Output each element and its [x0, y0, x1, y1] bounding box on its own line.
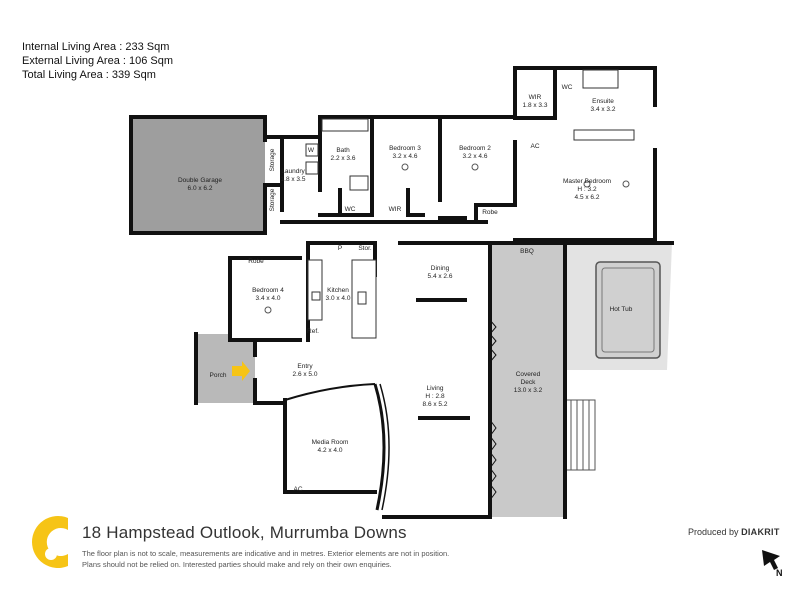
produced-by-text: Produced by — [688, 527, 739, 537]
ref-label: Ref. — [307, 328, 319, 335]
master-ac-label: AC — [530, 143, 539, 150]
external-area-text: External Living Area : 106 Sqm — [22, 55, 174, 67]
bifold-doors-lower — [489, 419, 497, 501]
bed3-wir-label: WIR — [389, 206, 402, 213]
ensuite-wc-label: WC — [562, 84, 573, 91]
media-ac-label: AC — [293, 486, 302, 493]
kitchen-counters — [307, 259, 377, 339]
entry-size: 2.6 x 5.0 — [293, 371, 318, 378]
kitchen-size: 3.0 x 4.0 — [326, 295, 351, 302]
storage-1-label: Storage — [269, 148, 276, 171]
garage-size: 6.0 x 6.2 — [188, 185, 213, 192]
bath-size: 2.2 x 3.6 — [331, 155, 356, 162]
hot-tub — [595, 261, 661, 359]
producer-credit: Produced by DIAKRIT — [688, 527, 780, 537]
brand-name: DIAKRIT — [741, 527, 780, 537]
bbq-label: BBQ — [520, 248, 534, 255]
master-label: Master Bedroom — [563, 178, 611, 185]
garage-fill — [131, 117, 265, 233]
bath-wc-label: WC — [345, 206, 356, 213]
bedroom3-label: Bedroom 3 — [389, 145, 421, 152]
media-size: 4.2 x 4.0 — [318, 447, 343, 454]
pantry-label: P — [338, 245, 342, 252]
north-arrow-icon — [762, 550, 780, 570]
bedroom4-size: 3.4 x 4.0 — [256, 295, 281, 302]
wir-label: WIR — [529, 94, 542, 101]
entry-arrow — [232, 361, 250, 381]
kitchen-label: Kitchen — [327, 287, 349, 294]
media-label: Media Room — [312, 439, 349, 446]
living-label: Living — [427, 385, 444, 392]
bedroom2-size: 3.2 x 4.6 — [463, 153, 488, 160]
deck-size: 13.0 x 3.2 — [514, 387, 543, 394]
media-curved-wall — [373, 383, 386, 511]
walls — [129, 66, 674, 519]
property-address: 18 Hampstead Outlook, Murrumba Downs — [82, 523, 407, 542]
deck-fill — [490, 243, 565, 517]
porch-fill — [196, 334, 255, 403]
deck-label-2: Deck — [521, 379, 537, 386]
disclaimer-line-2: Plans should not be relied on. Intereste… — [82, 560, 392, 569]
master-height: H : 3.2 — [577, 186, 597, 193]
deck-stairs — [564, 399, 596, 471]
logo-icon — [31, 516, 68, 568]
bedroom4-label: Bedroom 4 — [252, 287, 284, 294]
total-area-text: Total Living Area : 339 Sqm — [22, 69, 156, 81]
laundry-label: Laundry — [281, 168, 305, 175]
stor-label: Stor. — [358, 245, 372, 252]
bed2-robe-label: Robe — [482, 209, 498, 216]
porch-label: Porch — [210, 372, 227, 379]
deck-label: Covered — [516, 371, 541, 378]
storage-2-label: Storage — [269, 188, 276, 211]
living-size: 8.6 x 5.2 — [423, 401, 448, 408]
disclaimer-line-1: The floor plan is not to scale, measurem… — [82, 549, 450, 558]
internal-area-text: Internal Living Area : 233 Sqm — [22, 41, 170, 53]
entry-label: Entry — [297, 363, 313, 370]
area-summary: Internal Living Area : 233 Sqm External … — [22, 40, 173, 82]
bed4-robe-label: Robe — [248, 258, 264, 265]
light-fixtures — [264, 163, 630, 314]
wir-size: 1.8 x 3.3 — [523, 102, 548, 109]
bath-label: Bath — [336, 147, 350, 154]
bedroom2-label: Bedroom 2 — [459, 145, 491, 152]
ensuite-label: Ensuite — [592, 98, 614, 105]
bifold-doors-upper — [489, 319, 497, 363]
bedroom3-size: 3.2 x 4.6 — [393, 153, 418, 160]
garage-label: Double Garage — [178, 177, 222, 184]
master-size: 4.5 x 6.2 — [575, 194, 600, 201]
ensuite-size: 3.4 x 3.2 — [591, 106, 616, 113]
hot-tub-label: Hot Tub — [610, 306, 633, 313]
north-label: N — [776, 568, 783, 578]
dining-size: 5.4 x 2.6 — [428, 273, 453, 280]
laundry-size: 1.8 x 3.5 — [281, 176, 306, 183]
dining-label: Dining — [431, 265, 450, 272]
laundry-w-label: W — [308, 147, 315, 154]
living-height: H : 2.8 — [425, 393, 445, 400]
bath-fixtures — [305, 69, 635, 191]
